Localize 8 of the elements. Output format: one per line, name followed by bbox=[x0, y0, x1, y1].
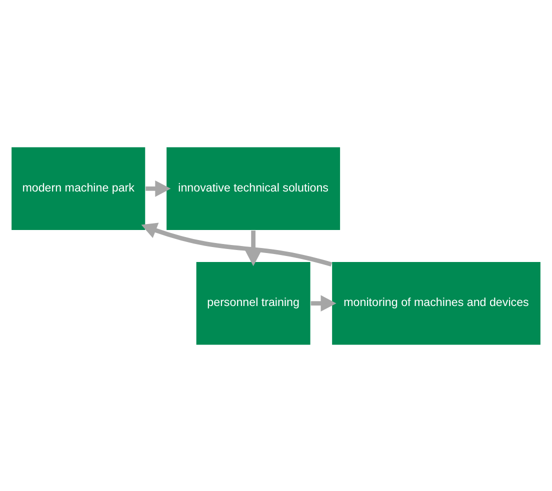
arrow bbox=[141, 222, 332, 266]
arrow bbox=[146, 180, 171, 196]
node-box: innovative technical solutions bbox=[166, 146, 341, 230]
node-box: personnel training bbox=[196, 260, 312, 345]
arrow bbox=[245, 230, 262, 266]
arrow bbox=[310, 294, 336, 312]
node-box: monitoring of machines and devices bbox=[331, 260, 542, 345]
node-box: modern machine park bbox=[10, 146, 146, 230]
